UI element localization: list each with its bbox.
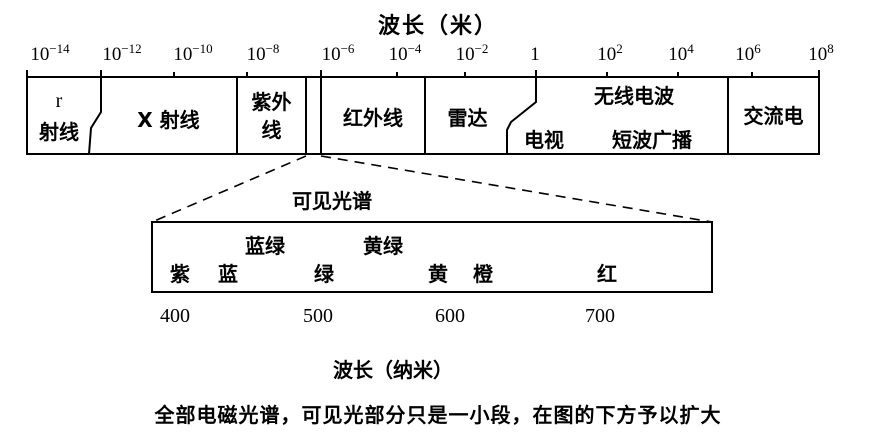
ultraviolet-label-top: 紫外: [251, 90, 292, 114]
figure-caption: 全部电磁光谱，可见光部分只是一小段，在图的下方予以扩大: [154, 403, 722, 427]
tick-label: 10−2: [455, 41, 489, 65]
blue-label: 蓝: [218, 262, 238, 286]
nm-tick-600: 600: [435, 305, 465, 327]
tick-label: 10−14: [30, 41, 70, 65]
nm-tick-500: 500: [303, 305, 333, 327]
axis-title-meters: 波长（米）: [377, 14, 498, 39]
tick-label: 102: [597, 41, 623, 65]
nm-tick-700: 700: [585, 305, 615, 327]
axis-title-nanometers: 波长（纳米）: [333, 358, 453, 382]
ac-power-label: 交流电: [743, 104, 804, 128]
tick-label: 10−6: [321, 41, 355, 65]
tick-label: 10−10: [173, 41, 213, 65]
tick-label: 1: [530, 44, 540, 65]
radar-label: 雷达: [447, 106, 488, 130]
cyan-label: 蓝绿: [245, 234, 285, 258]
yellow-label: 黄: [428, 262, 448, 286]
tick-label: 108: [808, 41, 834, 65]
red-label: 红: [597, 262, 617, 286]
gamma-ray-label-top: r: [55, 90, 63, 112]
tv-label: 电视: [524, 128, 564, 152]
gamma-ray-label-bottom: 射线: [39, 120, 79, 144]
spectrum-box: [26, 76, 820, 155]
violet-label: 紫: [170, 262, 190, 286]
radio-wave-label: 无线电波: [594, 84, 674, 108]
nm-tick-400: 400: [160, 305, 190, 327]
tick-label: 10−8: [246, 41, 280, 65]
tick-label: 10−12: [102, 41, 142, 65]
orange-label: 橙: [473, 262, 493, 286]
visible-spectrum-box: [151, 221, 713, 293]
green-label: 绿: [314, 262, 334, 286]
tick-label: 104: [668, 41, 694, 65]
x-ray-label: X 射线: [137, 108, 200, 132]
infrared-label: 红外线: [343, 106, 403, 130]
tick-label: 10−4: [388, 41, 422, 65]
yellow-green-label: 黄绿: [363, 234, 403, 258]
visible-spectrum-title: 可见光谱: [292, 189, 372, 213]
tick-label: 106: [735, 41, 761, 65]
ultraviolet-label-bottom: 线: [261, 118, 282, 142]
shortwave-broadcast-label: 短波广播: [612, 128, 692, 152]
